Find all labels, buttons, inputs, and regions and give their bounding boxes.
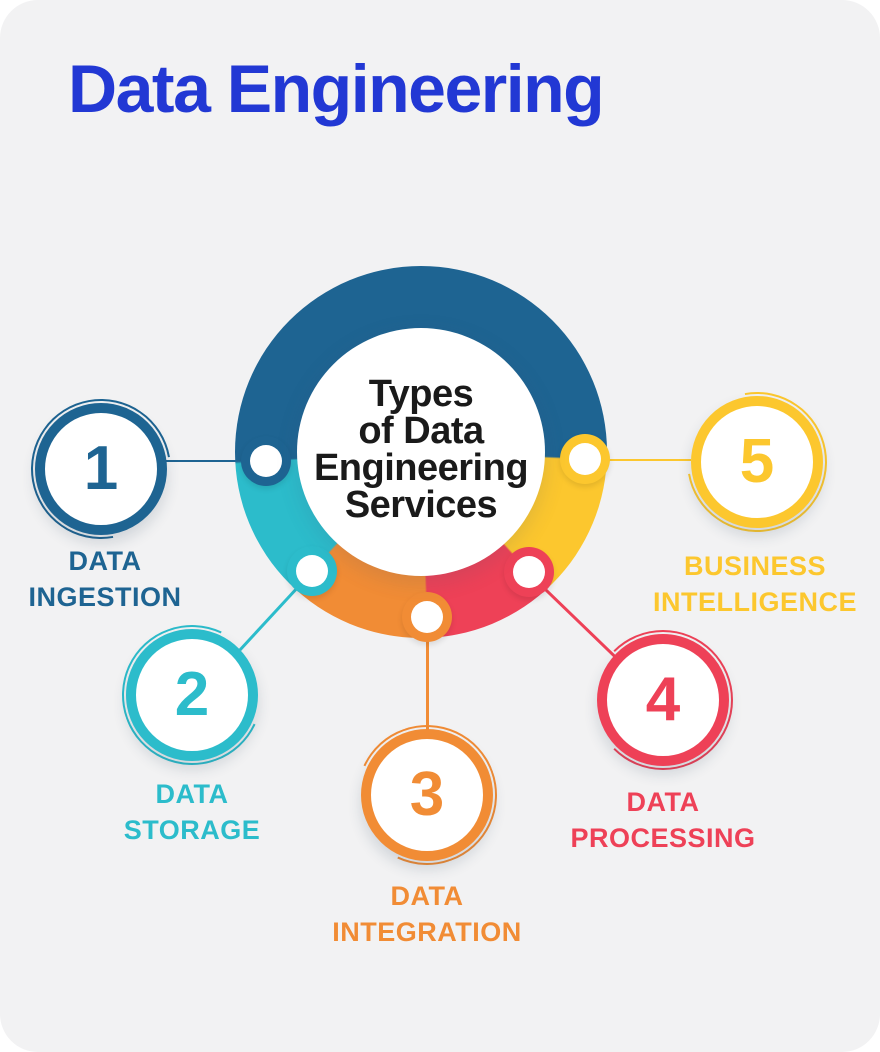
satellite-data-ingestion: 1 <box>3 371 199 567</box>
satellite-circle: 3 <box>361 729 493 861</box>
node-data-processing <box>504 547 554 597</box>
label-business-intelligence: BUSINESS INTELLIGENCE <box>653 549 857 621</box>
hub-title-line: Engineering <box>313 447 529 489</box>
label-line: DATA <box>155 779 229 809</box>
connector-data-ingestion <box>162 460 266 462</box>
hub-title-line: of Data <box>358 409 484 452</box>
hub-center: Types of Data Engineering Services <box>297 328 545 576</box>
label-line: INGESTION <box>28 581 182 612</box>
satellite-number: 5 <box>739 427 775 496</box>
satellite-data-processing: 4 <box>593 630 733 770</box>
satellite-circle: 2 <box>126 629 258 761</box>
node-data-integration <box>402 592 452 642</box>
label-data-ingestion: DATA INGESTION <box>28 544 181 616</box>
connector-business-intelligence <box>585 459 691 461</box>
label-line: INTELLIGENCE <box>652 586 858 617</box>
node-data-ingestion <box>241 436 291 486</box>
label-line: DATA <box>390 881 464 911</box>
node-business-intelligence <box>560 434 610 484</box>
satellite-data-storage: 2 <box>102 605 282 785</box>
node-data-storage <box>287 546 337 596</box>
label-line: INTEGRATION <box>332 916 522 947</box>
satellite-number: 1 <box>83 434 119 503</box>
hub-title-line: Types <box>368 372 474 415</box>
label-data-processing: DATA PROCESSING <box>570 785 755 857</box>
satellite-number: 2 <box>174 660 210 729</box>
label-line: BUSINESS <box>683 551 827 581</box>
satellite-number: 3 <box>409 760 445 829</box>
satellite-data-integration: 3 <box>337 705 517 885</box>
label-line: DATA <box>626 787 700 817</box>
satellite-circle: 5 <box>691 396 823 528</box>
satellite-circle: 1 <box>35 403 167 535</box>
satellite-business-intelligence: 5 <box>659 364 855 560</box>
hub-title-line: Services <box>344 484 498 527</box>
label-line: DATA <box>68 546 142 576</box>
label-data-storage: DATA STORAGE <box>124 777 261 849</box>
connector-data-integration <box>426 617 429 731</box>
satellite-number: 4 <box>645 665 681 734</box>
page-title: Data Engineering <box>68 51 605 127</box>
label-data-integration: DATA INTEGRATION <box>332 879 522 951</box>
label-line: STORAGE <box>123 814 261 845</box>
satellite-circle: 4 <box>597 634 729 766</box>
label-line: PROCESSING <box>570 822 756 853</box>
